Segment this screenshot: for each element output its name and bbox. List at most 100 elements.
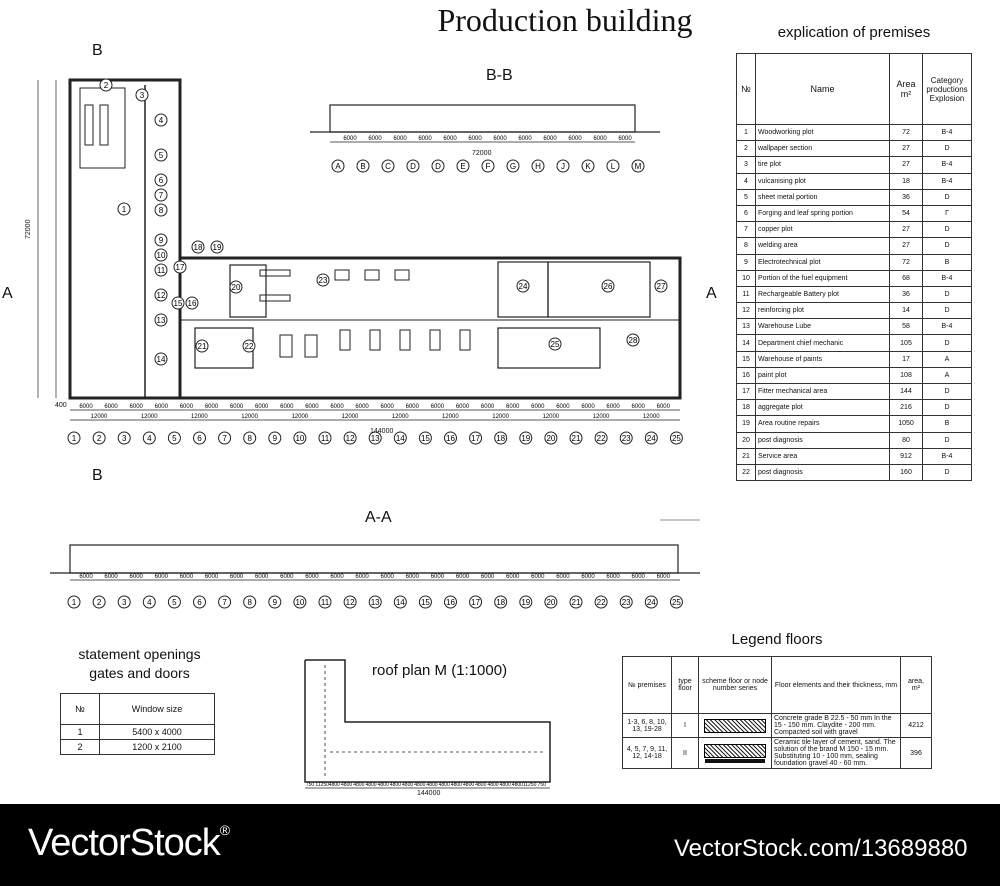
section-aa-axis-label: 4 bbox=[147, 598, 152, 607]
section-bb-axis-label: D bbox=[435, 162, 441, 171]
axis-bubble bbox=[218, 431, 232, 445]
room-number-bubble bbox=[626, 333, 640, 347]
section-bb-axis-bubble bbox=[581, 159, 595, 173]
section-bb-axis-bubble bbox=[606, 159, 620, 173]
legend-row-2-elements: Ceramic tile layer of cement, sand. The … bbox=[771, 737, 901, 769]
statement-header-size: Window size bbox=[99, 693, 215, 725]
axis-bubble bbox=[193, 431, 206, 445]
axis-bubble bbox=[469, 431, 483, 445]
section-bb-axis-bubble bbox=[356, 159, 370, 173]
axis-label: 19 bbox=[521, 434, 530, 443]
section-aa-dim-6000: 6000 bbox=[255, 574, 269, 580]
axis-bubble bbox=[268, 431, 282, 445]
axis-bubble bbox=[142, 431, 156, 445]
dim-12000: 12000 bbox=[442, 414, 459, 420]
room-number-label: 14 bbox=[157, 355, 166, 364]
roof-dim: 11250 bbox=[523, 782, 537, 788]
section-bb-axis-bubble bbox=[631, 159, 645, 173]
section-aa-axis-bubble bbox=[469, 595, 483, 609]
section-aa-axis-label: 12 bbox=[346, 598, 355, 607]
section-aa-axis-bubble bbox=[444, 595, 457, 609]
section-aa-axis-label: 13 bbox=[371, 598, 380, 607]
room-number-label: 12 bbox=[157, 291, 166, 300]
legend-row-1-scheme bbox=[698, 713, 772, 738]
floor-scheme-solid bbox=[705, 758, 765, 763]
section-aa-axis-bubble bbox=[268, 595, 282, 609]
section-bb-axis-bubble bbox=[531, 159, 545, 173]
cut-mark-b-top: B bbox=[92, 42, 103, 59]
section-bb-axis-label: B bbox=[360, 162, 365, 171]
axis-bubble bbox=[293, 431, 307, 445]
room-number-bubble bbox=[195, 339, 209, 353]
axis-bubble bbox=[544, 431, 558, 445]
section-aa-dim-6000: 6000 bbox=[180, 574, 194, 580]
room-number-label: 15 bbox=[174, 299, 183, 308]
room-number-bubble bbox=[99, 78, 113, 92]
room-number-label: 18 bbox=[194, 243, 203, 252]
room-number-label: 4 bbox=[159, 116, 164, 125]
section-aa-axis-bubble bbox=[594, 595, 608, 609]
section-aa-axis-label: 14 bbox=[396, 598, 405, 607]
room-number-bubble bbox=[154, 148, 168, 162]
room-number-label: 20 bbox=[232, 283, 241, 292]
section-aa-dim-6000: 6000 bbox=[406, 574, 420, 580]
section-aa-dim-6000: 6000 bbox=[130, 574, 144, 580]
section-bb-axis-label: M bbox=[635, 162, 642, 171]
dim-12000: 12000 bbox=[593, 414, 610, 420]
dim-12000: 12000 bbox=[392, 414, 409, 420]
section-aa-axis-bubble bbox=[619, 595, 633, 609]
roof-dim: 4800 bbox=[439, 782, 450, 788]
section-aa-axis-label: 2 bbox=[97, 598, 102, 607]
room-number-label: 24 bbox=[519, 282, 528, 291]
section-bb-axis-bubble bbox=[456, 159, 470, 173]
axis-bubble bbox=[393, 431, 407, 445]
room-number-bubble bbox=[154, 288, 168, 302]
section-aa-dim-6000: 6000 bbox=[381, 574, 395, 580]
section-aa-axis-bubble bbox=[243, 595, 257, 609]
bb-total-dim: 72000 bbox=[472, 150, 492, 157]
section-aa-dim-6000: 6000 bbox=[606, 574, 620, 580]
dim-12000: 12000 bbox=[291, 414, 308, 420]
room-number-bubble bbox=[154, 248, 168, 262]
room-number-label: 9 bbox=[159, 236, 164, 245]
legend-title: Legend floors bbox=[731, 631, 823, 648]
explication-cell-cat: D bbox=[922, 140, 972, 158]
roof-dim: 4800 bbox=[487, 782, 498, 788]
axis-label: 13 bbox=[371, 434, 380, 443]
section-bb-axis-bubble bbox=[481, 159, 495, 173]
section-aa-axis-bubble bbox=[644, 595, 658, 609]
statement-header-num: № bbox=[60, 693, 100, 725]
axis-bubble bbox=[92, 431, 106, 445]
room-number-bubble bbox=[154, 313, 168, 327]
dim-12000: 12000 bbox=[342, 414, 359, 420]
room-number-label: 5 bbox=[159, 151, 164, 160]
roof-dim: 4800 bbox=[414, 782, 425, 788]
axis-label: 20 bbox=[546, 434, 555, 443]
section-aa-dim-6000: 6000 bbox=[355, 574, 369, 580]
legend-row-1-num: 1-3, 6, 8, 10, 13, 19-28 bbox=[622, 713, 672, 738]
axis-bubble bbox=[167, 431, 181, 445]
room-number-bubble bbox=[210, 240, 224, 254]
dim-6000: 6000 bbox=[205, 404, 219, 410]
section-aa-dim-6000: 6000 bbox=[456, 574, 470, 580]
section-aa-axis-bubble bbox=[418, 595, 432, 609]
statement-row-2-size: 1200 x 2100 bbox=[99, 739, 215, 755]
axis-bubble bbox=[444, 431, 457, 445]
section-aa-dim-6000: 6000 bbox=[155, 574, 169, 580]
section-aa-dim-6000: 6000 bbox=[506, 574, 520, 580]
legend-row-2-type: II bbox=[671, 737, 699, 769]
section-bb-axis-bubble bbox=[381, 159, 395, 173]
section-bb-dim-6000: 6000 bbox=[618, 136, 632, 142]
roof-dim: 4800 bbox=[378, 782, 389, 788]
explication-cell-n: 22 bbox=[736, 463, 756, 482]
dim-12000: 12000 bbox=[492, 414, 509, 420]
section-aa-label: A-A bbox=[365, 509, 392, 526]
section-aa-dim-6000: 6000 bbox=[330, 574, 344, 580]
section-bb-axis-label: J bbox=[561, 162, 565, 171]
legend-header-type: type floor bbox=[671, 656, 699, 714]
section-bb-axis-label: L bbox=[611, 162, 616, 171]
roof-dim: 4800 bbox=[402, 782, 413, 788]
section-aa-axis-label: 18 bbox=[496, 598, 505, 607]
dim-12000: 12000 bbox=[643, 414, 660, 420]
